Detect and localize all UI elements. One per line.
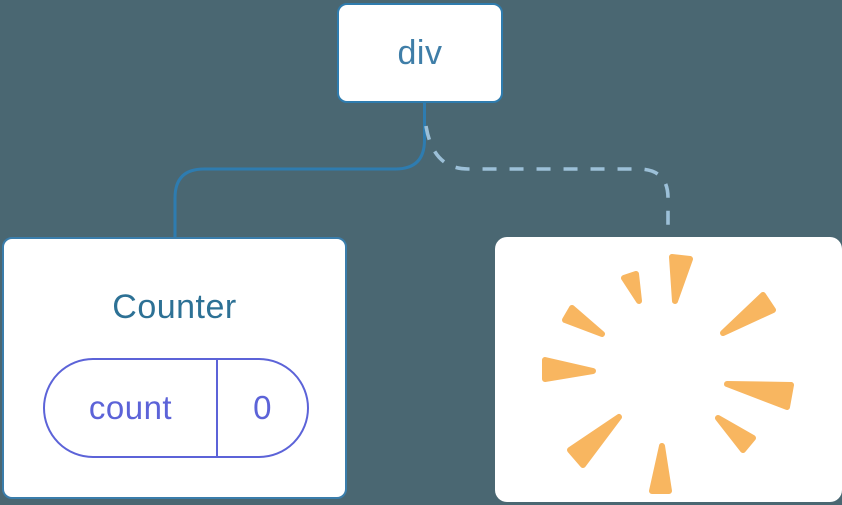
edge-div-to-counter	[173, 101, 426, 239]
state-key-cell: count	[45, 360, 216, 456]
poof-icon	[542, 254, 794, 494]
tree-node-counter: Counter count 0	[2, 237, 347, 499]
poof-ray-upper-right	[720, 292, 776, 336]
poof-ray-right	[724, 381, 794, 410]
poof-ray-left	[542, 357, 596, 382]
poof-ray-lower-left	[567, 414, 622, 468]
poof-ray-left-upper	[562, 305, 605, 337]
state-value-cell: 0	[216, 360, 307, 456]
poof-ray-bottom	[649, 443, 672, 494]
tree-node-div: div	[337, 3, 503, 103]
root-node-label: div	[397, 33, 443, 72]
component-title: Counter	[112, 288, 237, 326]
state-value-label: 0	[253, 389, 272, 426]
state-key-label: count	[88, 389, 173, 426]
poof-ray-top	[669, 254, 693, 304]
poof-ray-upper-left-small	[621, 271, 642, 304]
poof-ray-lower-right	[715, 415, 756, 453]
tree-node-removed	[495, 237, 842, 502]
edge-div-to-removed	[424, 125, 670, 237]
state-pill: count 0	[43, 358, 309, 458]
